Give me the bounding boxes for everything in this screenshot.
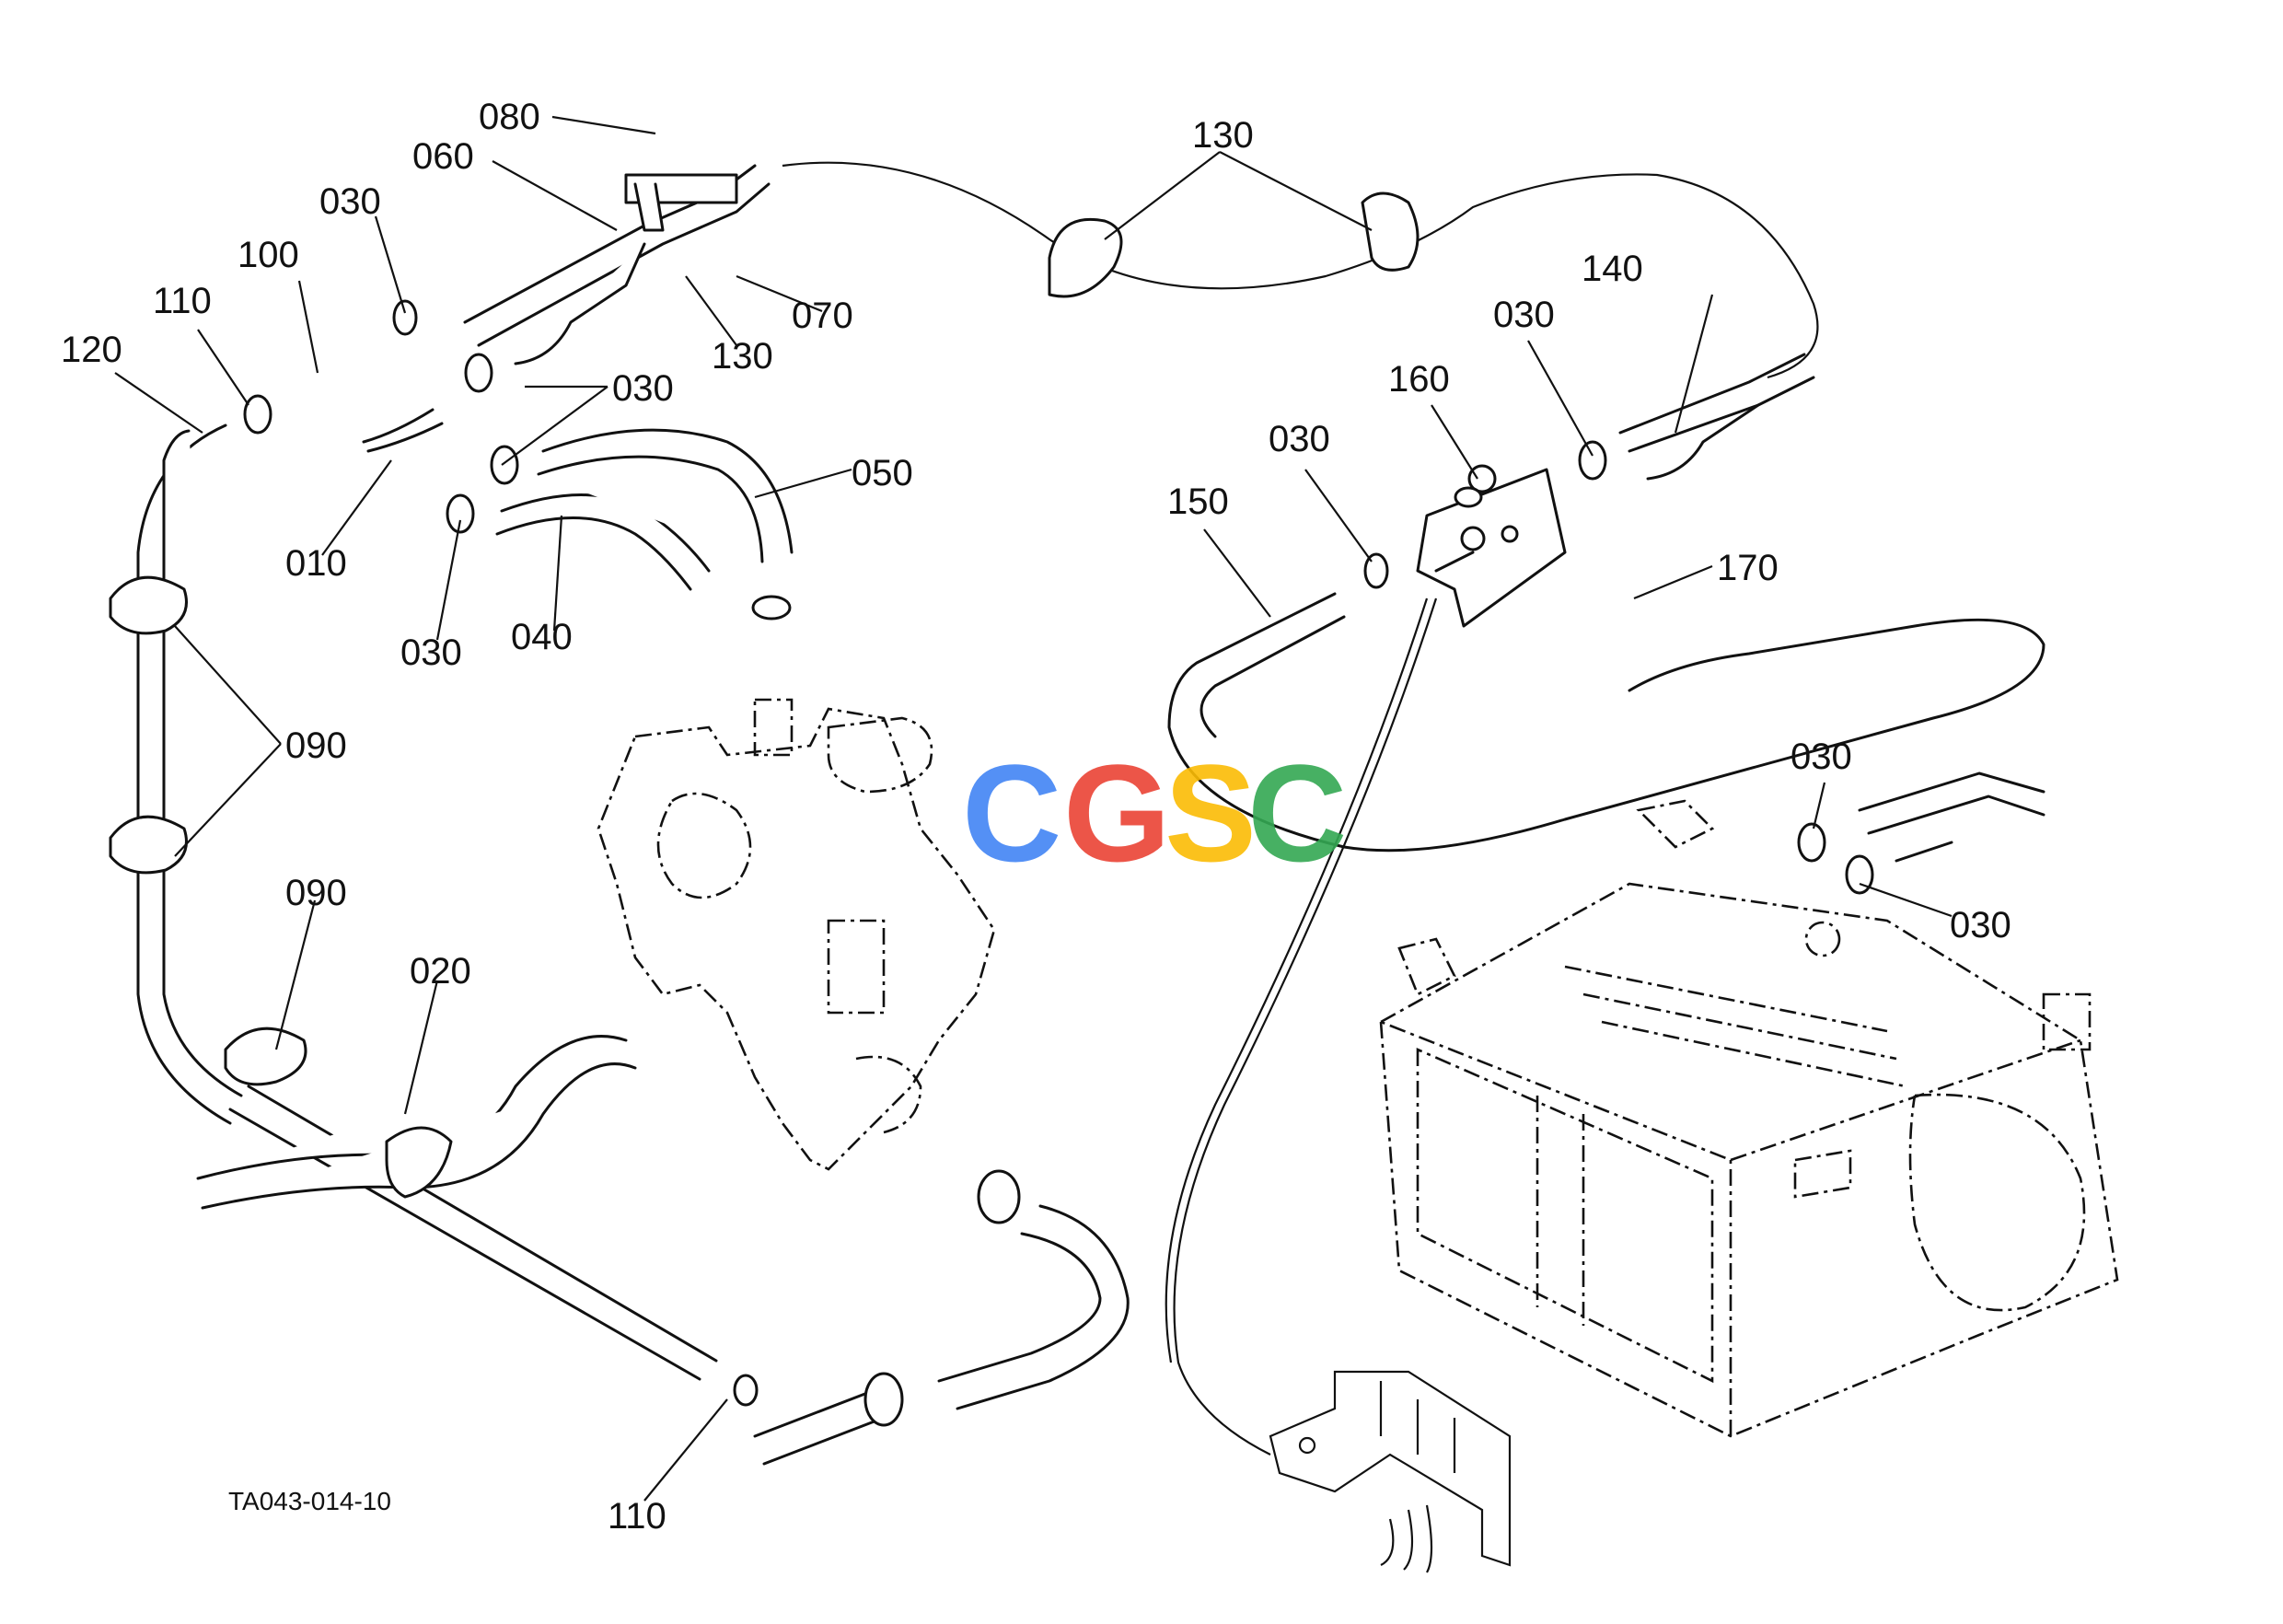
radiator-block xyxy=(1379,799,2119,1438)
callout-030: 030 xyxy=(1493,295,1555,335)
callout-030: 030 xyxy=(1950,905,2011,945)
watermark-letter-c1: C xyxy=(962,736,1061,890)
callout-120: 120 xyxy=(61,330,122,370)
callout-110: 110 xyxy=(153,281,212,321)
callout-060: 060 xyxy=(412,136,474,177)
callout-030: 030 xyxy=(319,181,381,222)
callout-030: 030 xyxy=(612,368,674,409)
callout-090: 090 xyxy=(285,725,347,766)
watermark-letter-s: S xyxy=(1165,736,1257,890)
throttle-cable xyxy=(1165,597,1438,1456)
hose-140 xyxy=(1618,353,1815,481)
drawing-code: TA043-014-10 xyxy=(228,1487,391,1515)
callout-080: 080 xyxy=(479,97,540,137)
pipe-130-overhead xyxy=(782,161,1819,379)
callout-090: 090 xyxy=(285,873,347,913)
callout-030: 030 xyxy=(1790,737,1852,777)
hose-010-040-050 xyxy=(362,408,794,591)
callout-110: 110 xyxy=(608,1496,666,1537)
leader-lines xyxy=(114,115,1953,1502)
hose-120 xyxy=(136,423,243,1125)
callout-130: 130 xyxy=(712,336,773,377)
callout-030: 030 xyxy=(1269,419,1330,459)
clamp-group xyxy=(243,299,1874,1427)
callouts: 080 060 030 100 110 120 130 130 070 030 … xyxy=(61,97,2011,1537)
hose-top-60 xyxy=(463,164,771,365)
callout-020: 020 xyxy=(410,951,471,992)
valve-bracket-160 xyxy=(1416,464,1567,628)
cable-tie-group xyxy=(109,173,1420,1199)
callout-150: 150 xyxy=(1167,481,1229,522)
watermark-letter-c2: C xyxy=(1247,736,1347,890)
water-pump-housing xyxy=(597,698,996,1171)
lower-bypass-hose xyxy=(753,1204,1130,1466)
callout-010: 010 xyxy=(285,543,347,584)
callout-140: 140 xyxy=(1582,249,1643,289)
callout-070: 070 xyxy=(792,296,853,336)
callout-030: 030 xyxy=(400,632,462,673)
callout-050: 050 xyxy=(852,453,913,493)
callout-160: 160 xyxy=(1388,359,1450,400)
hose-150-loop xyxy=(1167,592,2045,853)
callout-170: 170 xyxy=(1717,548,1779,588)
right-lower-hoses xyxy=(1858,771,2045,863)
callout-130: 130 xyxy=(1192,115,1254,156)
callout-040: 040 xyxy=(511,617,573,657)
watermark-letter-g: G xyxy=(1063,736,1171,890)
callout-100: 100 xyxy=(238,235,299,275)
cgsc-watermark: C G S C xyxy=(962,736,1347,890)
lower-control-bracket xyxy=(1269,1370,1512,1573)
